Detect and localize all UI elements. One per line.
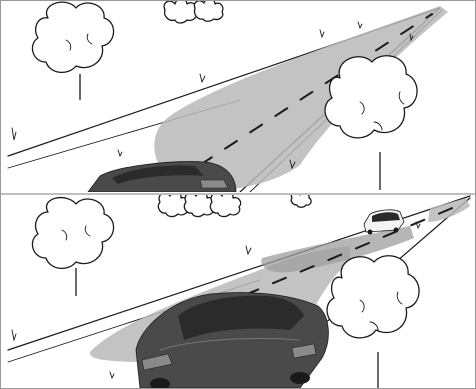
tree-icon xyxy=(325,56,417,190)
oncoming-car-icon xyxy=(364,210,404,235)
bush-icon xyxy=(158,192,311,217)
tree-icon xyxy=(32,198,113,296)
car-icon xyxy=(136,293,328,389)
bottom-panel xyxy=(8,192,470,389)
car-icon xyxy=(88,162,236,192)
tree-icon xyxy=(32,2,113,100)
tree-icon xyxy=(327,256,419,388)
top-panel xyxy=(8,0,448,192)
bush-icon xyxy=(164,0,223,23)
